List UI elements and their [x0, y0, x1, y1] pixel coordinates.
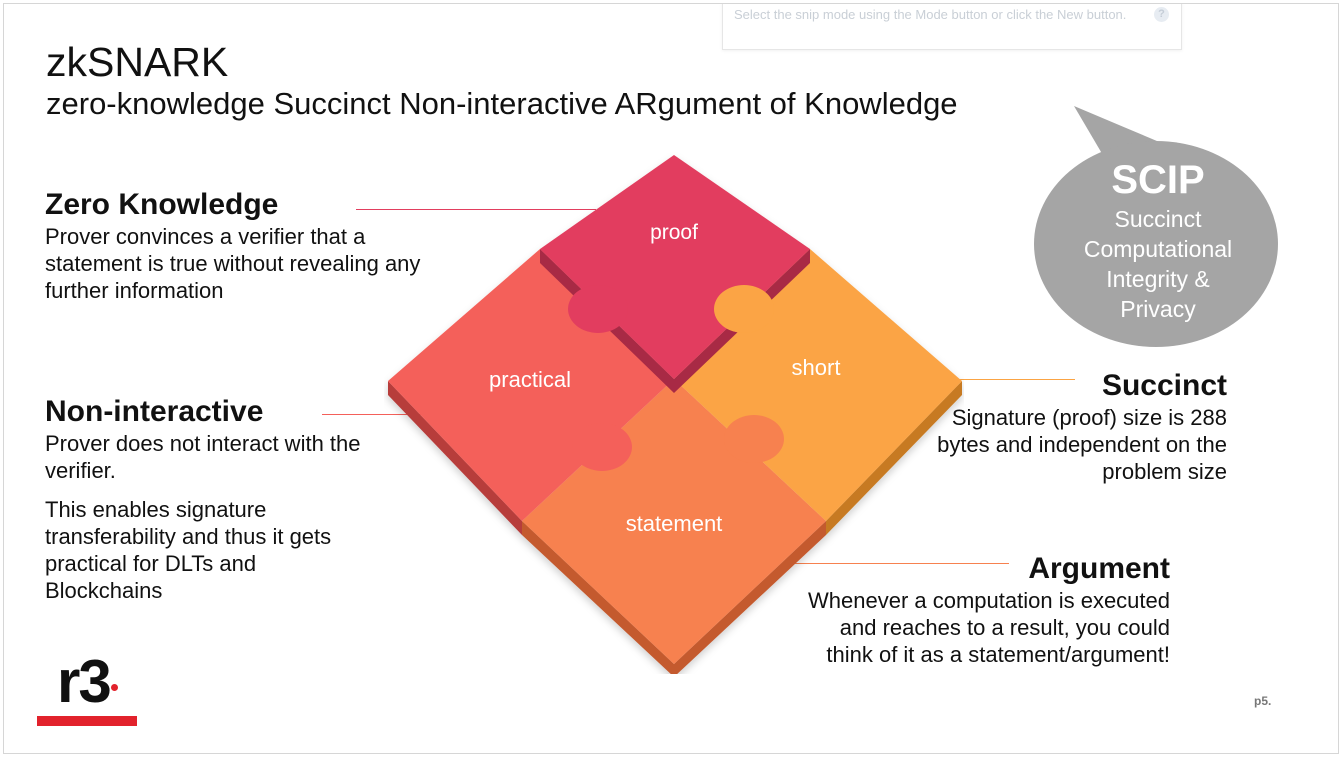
puzzle-piece-practical-side	[388, 381, 522, 535]
puzzle-piece-proof	[540, 155, 810, 379]
snip-hint-text: Select the snip mode using the Mode butt…	[734, 7, 1127, 22]
puzzle-knob-bottom-left	[572, 423, 632, 471]
page-number: p5.	[1254, 694, 1272, 708]
scip-line-2: Computational	[1083, 236, 1233, 262]
snip-hint-panel: Select the snip mode using the Mode butt…	[722, 4, 1182, 50]
argument-body: Whenever a computation is executed and r…	[808, 588, 1170, 667]
leader-line-argument	[784, 563, 1009, 564]
slide-title: zkSNARK	[46, 39, 229, 85]
zero-knowledge-section: Zero Knowledge Prover convinces a verifi…	[45, 187, 445, 304]
r3-logo-bar	[37, 716, 137, 726]
speech-bubble-body	[1034, 141, 1278, 347]
leader-line-non-interactive	[322, 414, 422, 415]
speech-bubble	[1034, 106, 1278, 347]
non-interactive-extra: This enables signature transferability a…	[45, 497, 332, 603]
slide: Select the snip mode using the Mode butt…	[3, 3, 1339, 754]
succinct-body: Signature (proof) size is 288 bytes and …	[937, 405, 1227, 484]
scip-line-3: Integrity &	[1106, 266, 1210, 292]
r3-logo: r3	[57, 648, 112, 715]
puzzle-label-short: short	[792, 355, 841, 380]
succinct-section: Succinct Signature (proof) size is 288 b…	[904, 368, 1227, 485]
puzzle-knob-top-right	[714, 285, 774, 333]
puzzle-piece-short-side	[826, 381, 962, 535]
leader-line-zero-knowledge	[356, 209, 596, 210]
non-interactive-body: Prover does not interact with the verifi…	[45, 431, 361, 483]
puzzle-knob-top-left	[568, 285, 628, 333]
slide-subtitle: zero-knowledge Succinct Non-interactive …	[46, 86, 958, 121]
succinct-heading: Succinct	[1101, 369, 1227, 402]
leader-line-succinct	[959, 379, 1075, 380]
argument-heading: Argument	[1028, 552, 1170, 585]
non-interactive-heading: Non-interactive	[45, 395, 264, 428]
argument-section: Argument Whenever a computation is execu…	[794, 551, 1170, 668]
scip-line-4: Privacy	[1120, 296, 1196, 322]
puzzle-knob-bottom-right	[724, 415, 784, 463]
non-interactive-section: Non-interactive Prover does not interact…	[45, 394, 365, 604]
puzzle-label-practical: practical	[489, 367, 571, 392]
speech-bubble-text: SCIP Succinct Computational Integrity & …	[1044, 156, 1272, 324]
r3-logo-dot	[111, 684, 118, 691]
scip-line-1: Succinct	[1114, 206, 1202, 232]
puzzle-label-statement: statement	[626, 511, 723, 536]
help-icon[interactable]: ?	[1154, 7, 1169, 22]
puzzle-label-proof: proof	[650, 221, 698, 244]
zero-knowledge-body: Prover convinces a verifier that a state…	[45, 224, 421, 303]
scip-acronym: SCIP	[1111, 158, 1205, 202]
zero-knowledge-heading: Zero Knowledge	[45, 188, 279, 221]
puzzle-graphic: proof practical short statement	[388, 155, 962, 674]
